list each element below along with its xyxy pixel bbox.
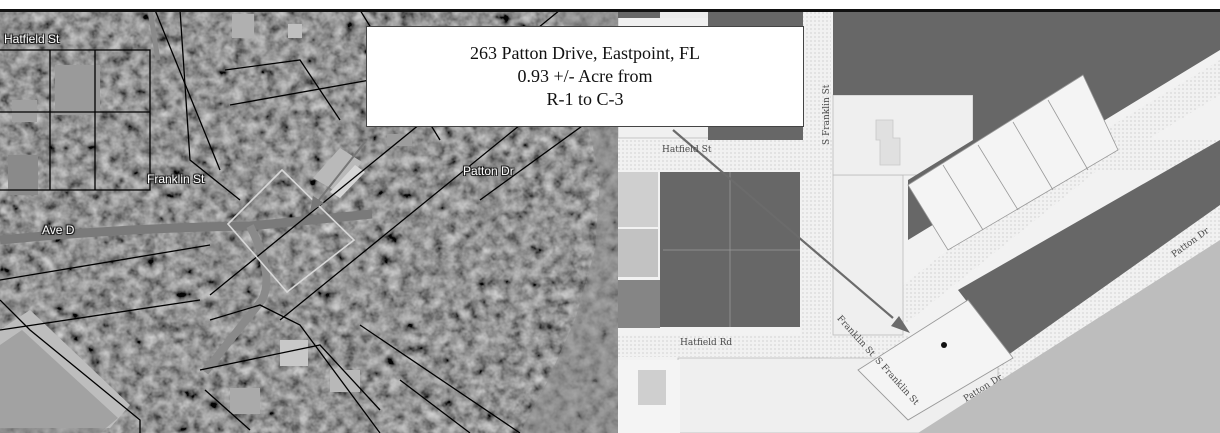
pointer-arrow-icon [891,316,910,333]
property-callout-box: 263 Patton Drive, Eastpoint, FL 0.93 +/-… [366,26,804,127]
callout-address: 263 Patton Drive, Eastpoint, FL [470,43,700,63]
zoning-label-hatfield-rd: Hatfield Rd [680,338,733,348]
aerial-label-patton-dr: Patton Dr [463,164,514,178]
zoning-label-hatfield-st: Hatfield St [662,145,712,155]
zoning-label-s-franklin-st-top: S Franklin St [822,84,832,145]
subject-parcel-marker-icon [941,342,947,348]
callout-acreage: 0.93 +/- Acre from [517,66,653,86]
aerial-label-ave-d: Ave D [42,223,75,237]
aerial-label-hatfield-st: Hatfield St [4,32,60,46]
callout-rezoning: R-1 to C-3 [546,89,624,109]
aerial-label-franklin-st: Franklin St [147,172,205,186]
